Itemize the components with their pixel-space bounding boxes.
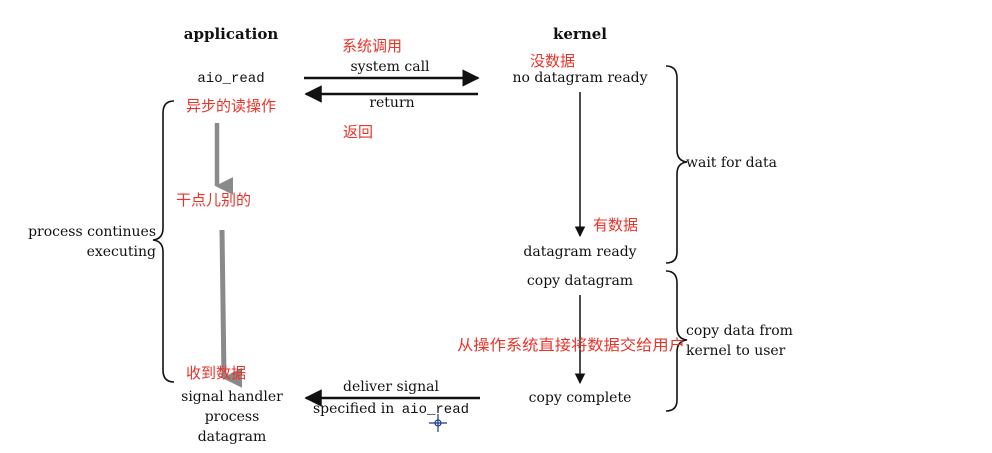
annotation-return: 返回: [343, 123, 373, 141]
app-flow-arrow-2: [219, 229, 243, 388]
aio-read-call: aio_read: [197, 71, 264, 87]
signal-handler-line2: process: [205, 409, 260, 425]
process-continues-brace: [152, 100, 175, 383]
return-label: return: [369, 95, 414, 111]
process-continues-line1: process continues: [28, 224, 156, 240]
wait-for-data-brace: [665, 65, 688, 264]
deliver-signal-prefix: specified in: [313, 401, 394, 417]
annotation-os-copy: 从操作系统直接将数据交给用户: [457, 336, 685, 354]
annotation-system-call: 系统调用: [342, 37, 402, 55]
copy-data-label-line1: copy data from: [686, 323, 793, 339]
copy-data-label-line2: kernel to user: [686, 343, 786, 359]
wait-for-data-label: wait for data: [686, 155, 777, 171]
deliver-signal-label-line2: specified in aio_read: [313, 401, 469, 418]
annotation-has-data: 有数据: [593, 216, 638, 234]
copy-data-brace: [665, 270, 688, 412]
signal-handler-line1: signal handler: [181, 389, 283, 405]
deliver-signal-label: deliver signal: [343, 379, 440, 395]
deliver-signal-code: aio_read: [402, 402, 469, 418]
annotation-async-read: 异步的读操作: [186, 97, 276, 115]
system-call-label: system call: [350, 59, 430, 75]
annotation-no-data: 没数据: [530, 52, 575, 70]
annotation-received-data: 收到数据: [186, 364, 246, 382]
kernel-header: kernel: [553, 25, 607, 43]
application-header: application: [184, 25, 279, 43]
signal-handler-line3: datagram: [198, 429, 267, 445]
copy-datagram: copy datagram: [527, 273, 633, 289]
datagram-ready: datagram ready: [523, 244, 636, 260]
no-datagram-ready: no datagram ready: [512, 70, 647, 86]
copy-complete: copy complete: [529, 390, 632, 406]
process-continues-line2: executing: [87, 244, 156, 260]
crosshair-cursor-icon: [429, 414, 447, 432]
annotation-do-other: 干点儿别的: [176, 191, 251, 209]
